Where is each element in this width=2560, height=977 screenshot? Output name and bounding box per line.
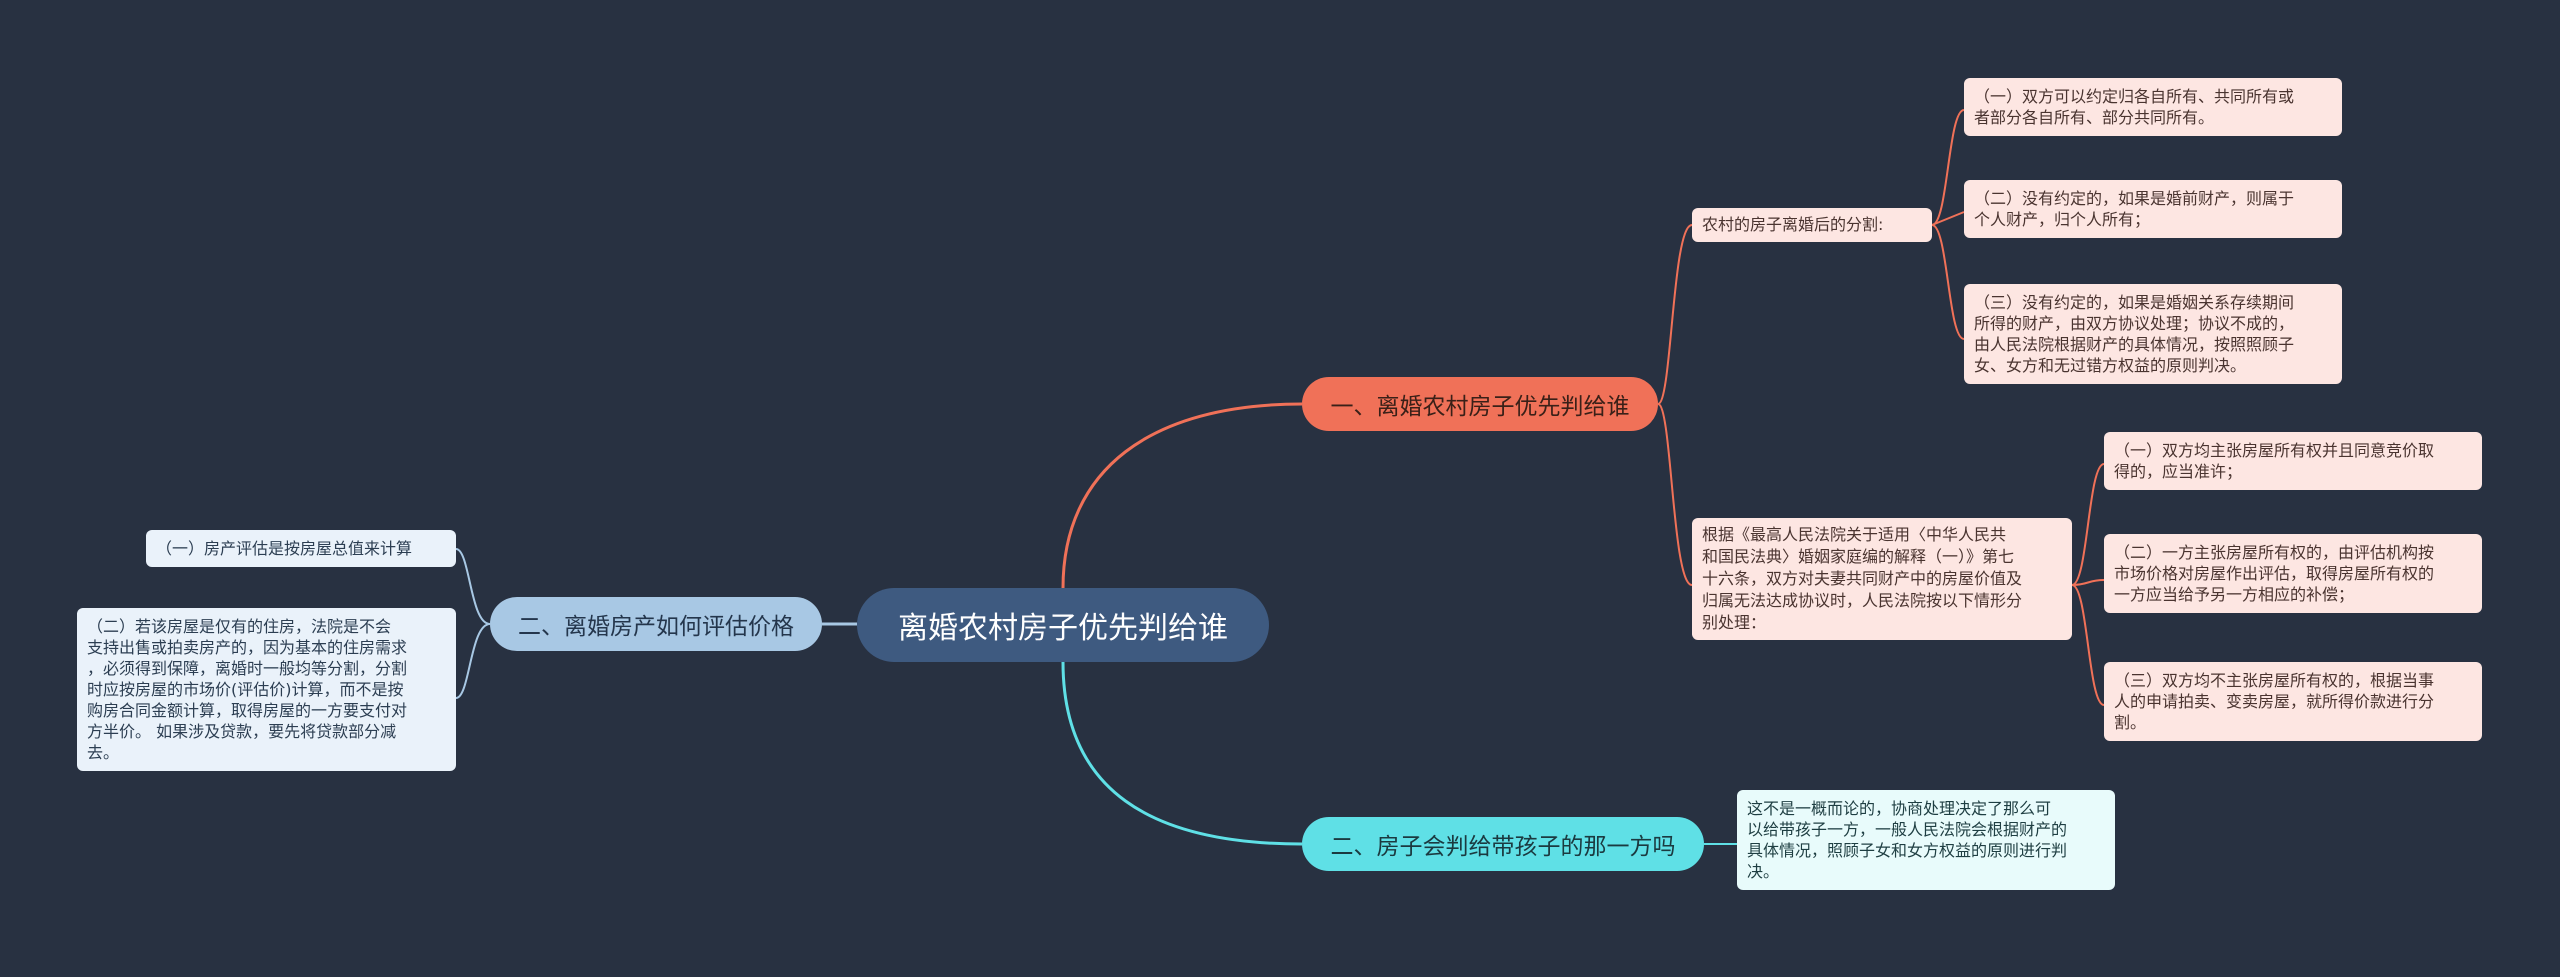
subtopic-legal-basis[interactable]: 根据《最高人民法院关于适用〈中华人民共 和国民法典〉婚姻家庭编的解释（一）》第七… [1692, 518, 2072, 640]
leaf-valuation-2[interactable]: （二）若该房屋是仅有的住房，法院是不会 支持出售或拍卖房产的，因为基本的住房需求… [77, 608, 456, 771]
leaf-division-3[interactable]: （三）没有约定的，如果是婚姻关系存续期间 所得的财产，由双方协议处理；协议不成的… [1964, 284, 2342, 384]
link-l1-leaf2 [1931, 211, 1965, 226]
leaf-legal-2[interactable]: （二）一方主张房屋所有权的，由评估机构按 市场价格对房屋作出评估，取得房屋所有权… [2104, 534, 2482, 613]
branch-3-topic[interactable]: 二、离婚房产如何评估价格 [490, 597, 822, 651]
link-root-branch1 [1061, 402, 1303, 589]
branch-2-topic[interactable]: 二、房子会判给带孩子的那一方吗 [1302, 817, 1704, 871]
link-l2-leaf3 [2071, 584, 2105, 706]
link-l1-leaf1 [1931, 109, 1965, 226]
leaf-child-custody[interactable]: 这不是一概而论的，协商处理决定了那么可 以给带孩子一方，一般人民法院会根据财产的… [1737, 790, 2115, 890]
leaf-legal-1[interactable]: （一）双方均主张房屋所有权并且同意竞价取 得的，应当准许； [2104, 432, 2482, 490]
root-topic[interactable]: 离婚农村房子优先判给谁 [857, 588, 1269, 662]
leaf-division-2[interactable]: （二）没有约定的，如果是婚前财产，则属于 个人财产，归个人所有； [1964, 180, 2342, 238]
link-l2-leaf1 [2071, 463, 2105, 586]
link-b3-leaf2 [455, 623, 491, 699]
link-b1-label2 [1657, 403, 1693, 586]
link-l1-leaf3 [1931, 224, 1965, 340]
subtopic-division[interactable]: 农村的房子离婚后的分割: [1692, 208, 1932, 242]
link-l2-leaf2 [2071, 579, 2105, 586]
branch-1-topic[interactable]: 一、离婚农村房子优先判给谁 [1302, 377, 1658, 431]
link-root-branch2 [1061, 661, 1303, 846]
leaf-legal-3[interactable]: （三）双方均不主张房屋所有权的，根据当事 人的申请拍卖、变卖房屋，就所得价款进行… [2104, 662, 2482, 741]
link-b3-leaf1 [455, 548, 491, 625]
link-b1-label1 [1657, 224, 1693, 405]
leaf-valuation-1[interactable]: （一）房产评估是按房屋总值来计算 [146, 530, 456, 567]
leaf-division-1[interactable]: （一）双方可以约定归各自所有、共同所有或 者部分各自所有、部分共同所有。 [1964, 78, 2342, 136]
